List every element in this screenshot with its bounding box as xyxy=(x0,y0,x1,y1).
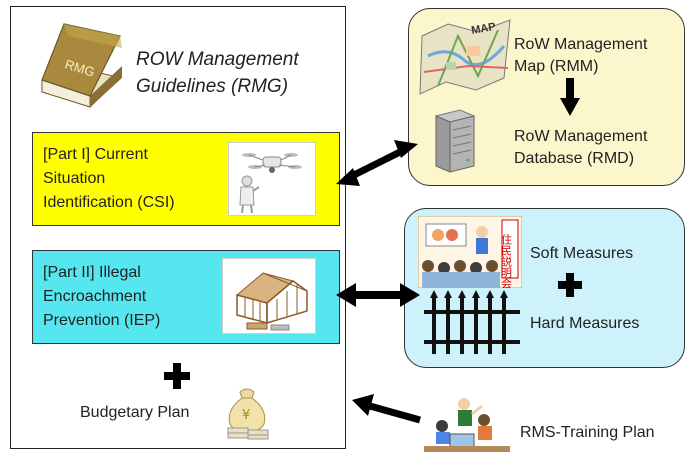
training-label: RMS-Training Plan xyxy=(520,424,655,441)
rmm-line2: Map (RMM) xyxy=(514,58,599,75)
map-icon: MAP xyxy=(418,16,514,98)
part2-line3: Prevention (IEP) xyxy=(43,312,161,329)
rmm-line1: RoW Management xyxy=(514,36,648,53)
budget-label: Budgetary Plan xyxy=(80,404,190,421)
svg-text:¥: ¥ xyxy=(242,408,250,423)
guidelines-title-line1: ROW Management xyxy=(136,49,299,70)
drone-image xyxy=(228,142,316,216)
server-icon xyxy=(430,108,480,174)
hard-measures-label: Hard Measures xyxy=(530,315,640,332)
map-label: MAP xyxy=(470,21,496,37)
meeting-image: 住民説明会 xyxy=(418,216,522,288)
plus-icon xyxy=(558,273,582,297)
rmd-line2: Database (RMD) xyxy=(514,150,635,167)
part2-line1: [Part II] Illegal xyxy=(43,264,141,281)
part1-text: [Part I] Current Situation Identificatio… xyxy=(43,143,175,215)
arrow-training-guidelines xyxy=(352,394,421,424)
money-bag-icon: ¥ xyxy=(222,384,272,440)
guidelines-title: ROW Management Guidelines (RMG) xyxy=(136,46,299,100)
meeting-sign: 住民説明会 xyxy=(500,233,513,288)
arrow-part1-rmm xyxy=(336,140,418,186)
part1-line3: Identification (CSI) xyxy=(43,194,175,211)
part1-line1: [Part I] Current xyxy=(43,146,148,163)
part1-line2: Situation xyxy=(43,170,106,187)
part2-text: [Part II] Illegal Encroachment Preventio… xyxy=(43,261,160,333)
part2-line2: Encroachment xyxy=(43,288,147,305)
rmd-line1: RoW Management xyxy=(514,128,648,145)
soft-measures-label: Soft Measures xyxy=(530,245,634,262)
training-image xyxy=(424,396,510,456)
book-icon: RMG xyxy=(34,14,130,110)
fence-icon xyxy=(424,290,520,356)
guidelines-title-line2: Guidelines (RMG) xyxy=(136,76,289,97)
arrow-part2-measures xyxy=(336,283,420,307)
down-arrow xyxy=(560,78,580,116)
plus-icon xyxy=(164,363,190,389)
house-frame-image xyxy=(222,258,316,334)
rmd-text: RoW Management Database (RMD) xyxy=(514,126,647,170)
rmm-text: RoW Management Map (RMM) xyxy=(514,34,647,78)
